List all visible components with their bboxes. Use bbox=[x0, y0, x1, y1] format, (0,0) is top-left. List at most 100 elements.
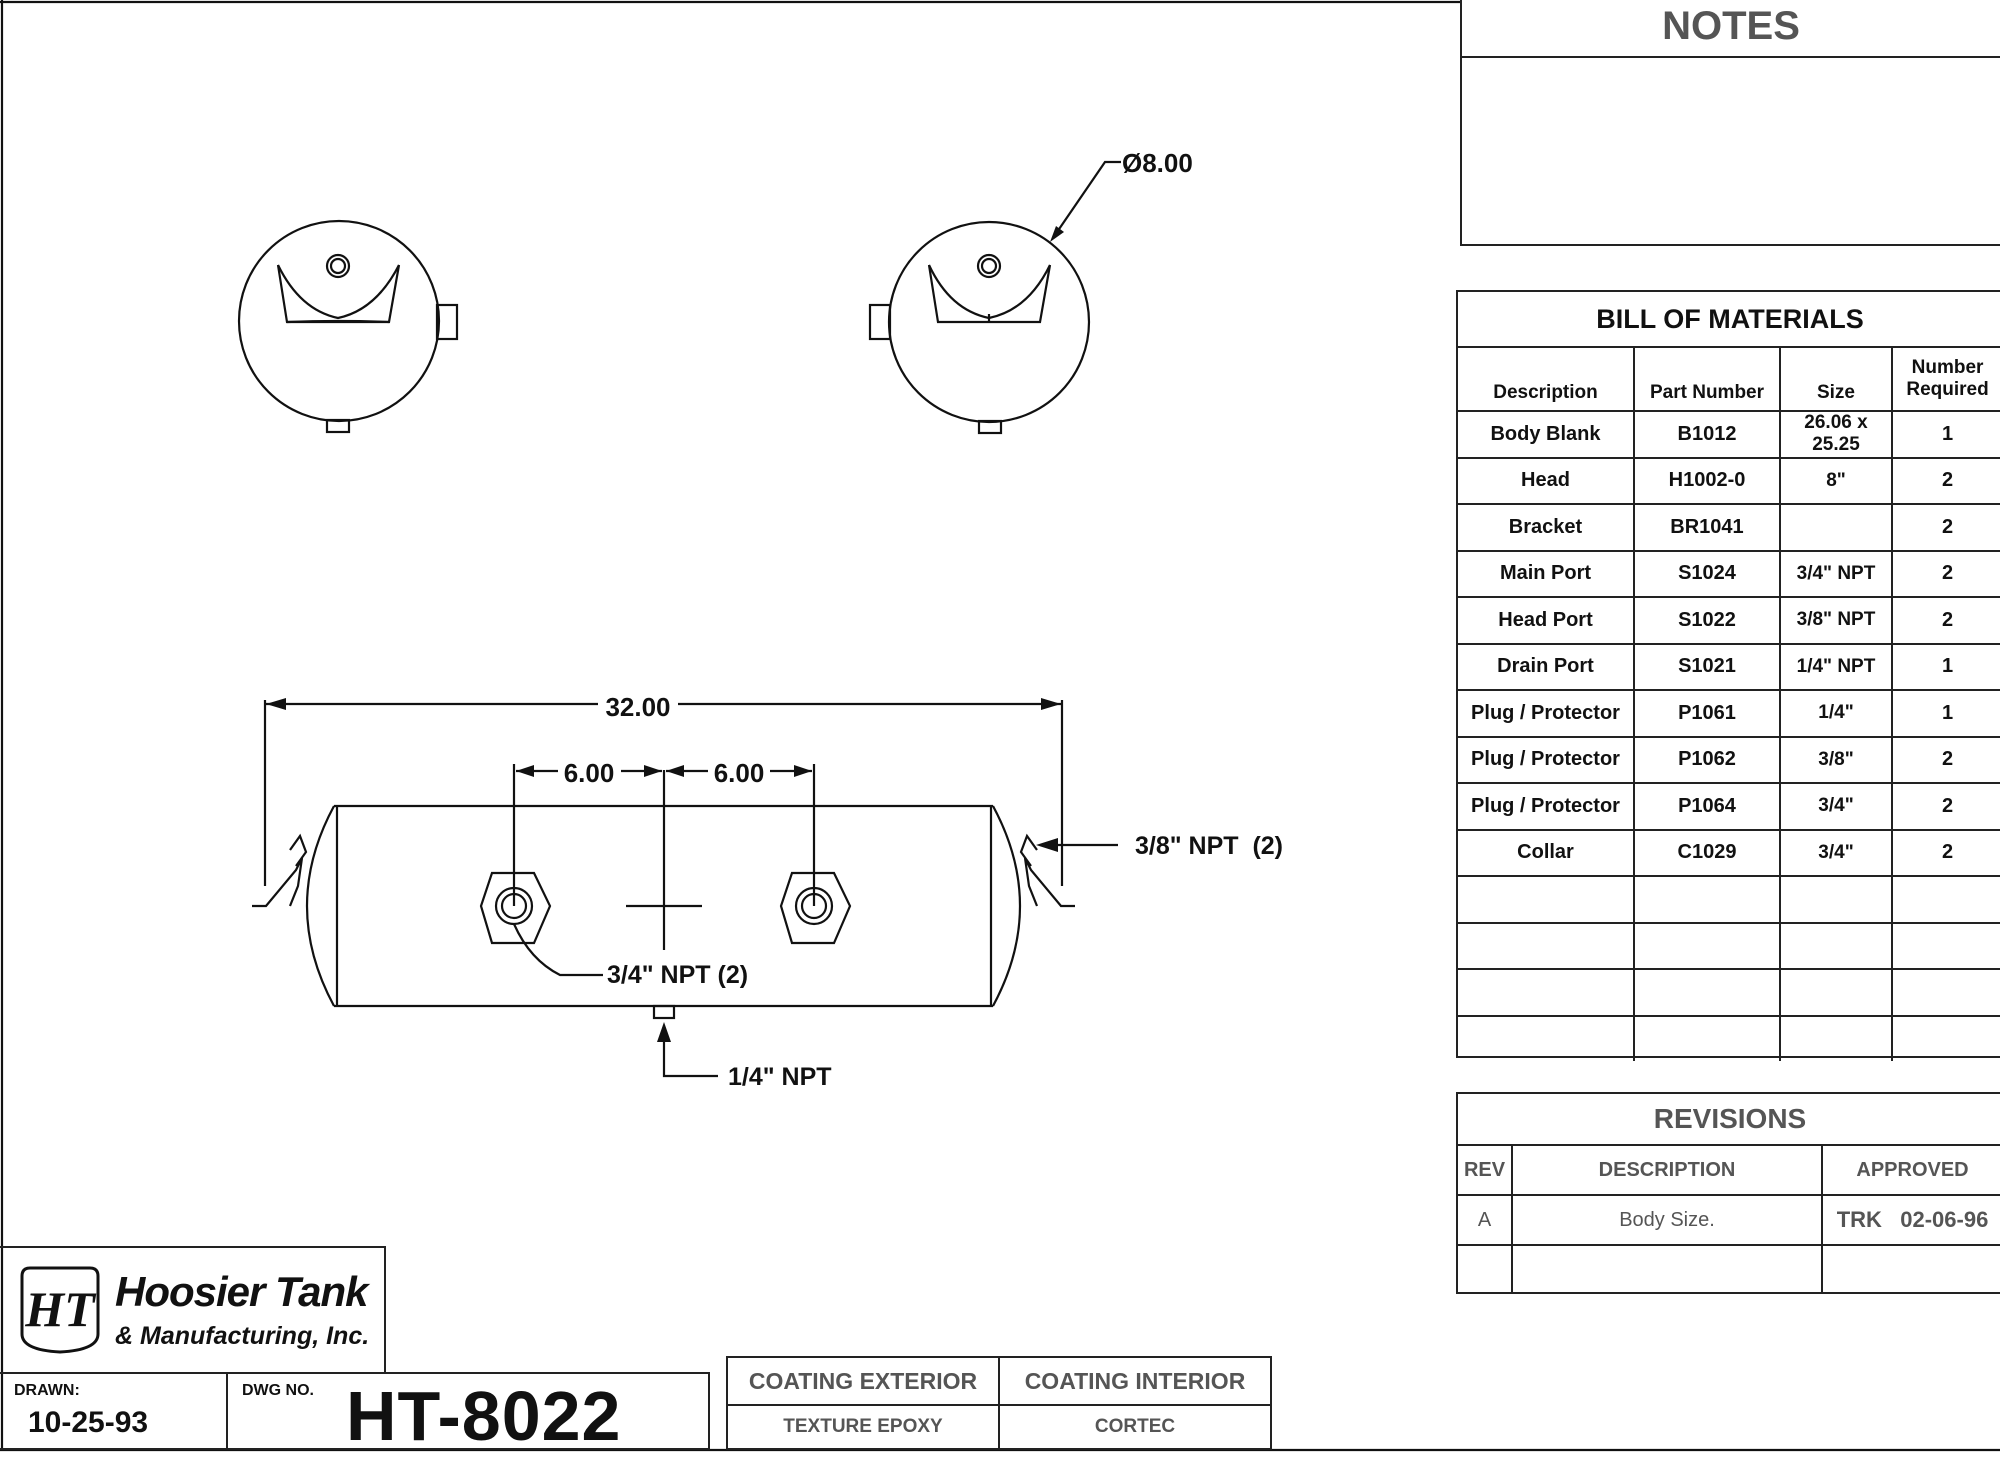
bom-cell-part-number: H1002-0 bbox=[1633, 456, 1781, 505]
bom-cell-part-number: BR1041 bbox=[1633, 503, 1781, 552]
coating-exterior-value: TEXTURE EPOXY bbox=[728, 1404, 1000, 1448]
port-spacing-right-label: 6.00 bbox=[714, 758, 765, 788]
drain-port-callout: 1/4" NPT bbox=[728, 1063, 832, 1091]
bom-cell-description: Collar bbox=[1458, 828, 1635, 877]
bom-cell-number-required: 2 bbox=[1890, 735, 2000, 784]
dwg-number: HT-8022 bbox=[346, 1377, 622, 1455]
bom-cell-size: 3/4" bbox=[1779, 782, 1893, 831]
coating-interior-value: CORTEC bbox=[998, 1404, 1270, 1448]
bom-cell-size bbox=[1779, 503, 1893, 552]
bom-cell-description: Head bbox=[1458, 456, 1635, 505]
notes-box: NOTES bbox=[1460, 0, 2000, 246]
bom-cell-part-number: P1062 bbox=[1633, 735, 1781, 784]
rev-header-approved: APPROVED bbox=[1821, 1144, 2000, 1196]
bom-cell-part-number: P1064 bbox=[1633, 782, 1781, 831]
bom-title: BILL OF MATERIALS bbox=[1458, 292, 2000, 348]
bom-cell-size: 1/4" NPT bbox=[1779, 642, 1893, 691]
bom-cell-description bbox=[1458, 968, 1635, 1017]
revisions-header-row: REV DESCRIPTION APPROVED bbox=[1458, 1144, 2000, 1196]
bom-table: BILL OF MATERIALS Description Part Numbe… bbox=[1458, 292, 2000, 1061]
revision-row bbox=[1458, 1244, 2000, 1294]
rev-header-rev: REV bbox=[1458, 1144, 1513, 1196]
bom-cell-size: 1/4" bbox=[1779, 689, 1893, 738]
drawn-date: 10-25-93 bbox=[28, 1406, 149, 1439]
revision-cell-description: Body Size. bbox=[1511, 1194, 1823, 1246]
bom-cell-part-number bbox=[1633, 921, 1781, 970]
bom-header-description: Description bbox=[1458, 346, 1635, 412]
port-spacing-left-label: 6.00 bbox=[564, 758, 615, 788]
company-subname: & Manufacturing, Inc. bbox=[115, 1322, 370, 1350]
bom-cell-number-required: 2 bbox=[1890, 828, 2000, 877]
head-port-callout: 3/8" NPT (2) bbox=[1135, 832, 1283, 860]
revision-cell-rev bbox=[1458, 1244, 1513, 1294]
bom-cell-size: 26.06 x 25.25 bbox=[1779, 410, 1893, 459]
bom-cell-number-required bbox=[1890, 921, 2000, 970]
bom-cell-description: Main Port bbox=[1458, 549, 1635, 598]
bom-row bbox=[1458, 875, 2000, 924]
dwg-label: DWG NO. bbox=[242, 1382, 314, 1399]
bom-cell-part-number: S1022 bbox=[1633, 596, 1781, 645]
bom-cell-size: 3/8" NPT bbox=[1779, 596, 1893, 645]
bom-header-size: Size bbox=[1779, 346, 1893, 412]
revision-cell-approved bbox=[1821, 1244, 2000, 1294]
bom-row bbox=[1458, 921, 2000, 970]
bom-row bbox=[1458, 1014, 2000, 1061]
bom-cell-description: Head Port bbox=[1458, 596, 1635, 645]
bill-of-materials: BILL OF MATERIALS Description Part Numbe… bbox=[1456, 290, 2000, 1061]
bom-cell-number-required: 2 bbox=[1890, 549, 2000, 598]
side-view bbox=[252, 770, 1075, 1020]
bom-cell-number-required: 1 bbox=[1890, 689, 2000, 738]
bom-cell-size bbox=[1779, 1014, 1893, 1061]
revision-cell-approved: TRK 02-06-96 bbox=[1821, 1194, 2000, 1246]
bom-cell-description: Body Blank bbox=[1458, 410, 1635, 459]
bom-cell-part-number bbox=[1633, 1014, 1781, 1061]
bom-cell-number-required: 2 bbox=[1890, 596, 2000, 645]
bom-cell-part-number: C1029 bbox=[1633, 828, 1781, 877]
svg-text:HT: HT bbox=[24, 1281, 97, 1337]
revisions-title: REVISIONS bbox=[1458, 1094, 2000, 1146]
bom-cell-number-required: 2 bbox=[1890, 782, 2000, 831]
bom-header-number-required: Number Required bbox=[1890, 346, 2000, 412]
bom-cell-part-number bbox=[1633, 968, 1781, 1017]
drawn-label: DRAWN: bbox=[14, 1382, 80, 1399]
bom-cell-size bbox=[1779, 968, 1893, 1017]
ht-logo-icon: HT bbox=[20, 1266, 100, 1354]
bom-cell-description bbox=[1458, 1014, 1635, 1061]
end-view-right bbox=[868, 160, 1121, 435]
bom-cell-part-number bbox=[1633, 875, 1781, 924]
coating-box: COATING EXTERIOR COATING INTERIOR TEXTUR… bbox=[726, 1356, 1272, 1450]
coating-exterior-header: COATING EXTERIOR bbox=[728, 1358, 1000, 1406]
bom-cell-part-number: S1021 bbox=[1633, 642, 1781, 691]
bom-cell-size: 8" bbox=[1779, 456, 1893, 505]
bom-cell-size bbox=[1779, 921, 1893, 970]
coating-interior-header: COATING INTERIOR bbox=[998, 1358, 1270, 1406]
bom-cell-number-required: 1 bbox=[1890, 410, 2000, 459]
bom-cell-number-required: 1 bbox=[1890, 642, 2000, 691]
drawn-box: DRAWN: 10-25-93 bbox=[0, 1372, 228, 1450]
bom-row bbox=[1458, 968, 2000, 1017]
bom-cell-size: 3/8" bbox=[1779, 735, 1893, 784]
bom-cell-number-required bbox=[1890, 968, 2000, 1017]
bom-cell-part-number: S1024 bbox=[1633, 549, 1781, 598]
bom-cell-description: Plug / Protector bbox=[1458, 689, 1635, 738]
bom-cell-part-number: P1061 bbox=[1633, 689, 1781, 738]
bom-cell-number-required: 2 bbox=[1890, 456, 2000, 505]
bom-cell-number-required bbox=[1890, 1014, 2000, 1061]
main-port-callout: 3/4" NPT (2) bbox=[607, 961, 748, 989]
notes-title: NOTES bbox=[1462, 0, 2000, 58]
bom-cell-number-required bbox=[1890, 875, 2000, 924]
revision-cell-rev: A bbox=[1458, 1194, 1513, 1246]
drawing-number-box: DWG NO. HT-8022 bbox=[226, 1372, 710, 1455]
